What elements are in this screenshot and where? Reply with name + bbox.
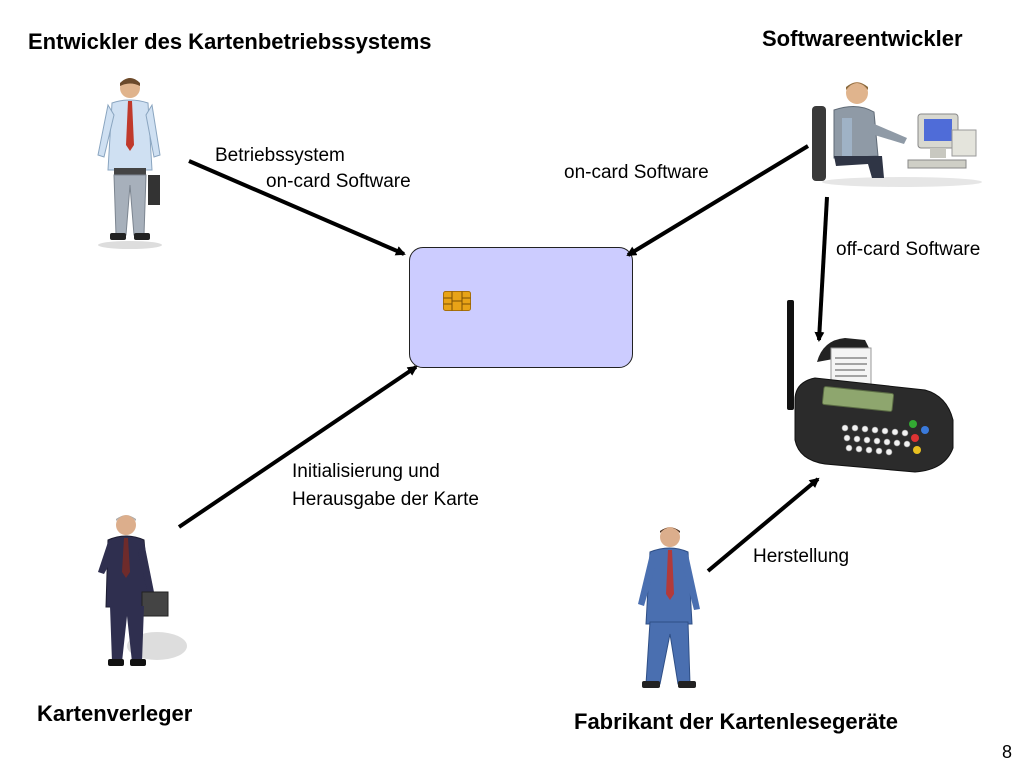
- role-os-developer: Entwickler des Kartenbetriebssystems: [28, 29, 432, 54]
- person-os-developer-icon: [97, 78, 162, 249]
- arrow-dev-to-terminal: [814, 196, 829, 342]
- arrow-dev-to-card: [626, 144, 810, 257]
- flow-manufacturer-label: Herstellung: [753, 546, 850, 567]
- card-terminal-icon: [787, 300, 954, 473]
- flow-issuer-label-1: Initialisierung und: [292, 461, 440, 482]
- arrow-os-to-card: [188, 159, 406, 256]
- flow-issuer-label-2: Herausgabe der Karte: [292, 489, 479, 510]
- role-software-developer: Softwareentwickler: [762, 26, 963, 51]
- role-card-issuer: Kartenverleger: [37, 701, 193, 726]
- flow-dev-card-label: on-card Software: [564, 162, 709, 183]
- person-card-issuer-icon: [98, 515, 187, 666]
- person-reader-manufacturer-icon: [638, 527, 700, 688]
- role-reader-manufacturer: Fabrikant der Kartenlesegeräte: [574, 709, 899, 734]
- chip-contact-icon: [443, 291, 471, 311]
- computer-workstation-icon: [812, 82, 982, 187]
- flow-dev-terminal-label: off-card Software: [836, 239, 981, 260]
- arrow-issuer-to-card: [177, 365, 418, 529]
- flow-os-label-2: on-card Software: [266, 171, 411, 192]
- smart-card-icon: [409, 247, 633, 368]
- flow-os-label-1: Betriebssystem: [215, 145, 345, 166]
- arrow-manufacturer-to-terminal: [706, 477, 820, 573]
- page-number: 8: [1002, 742, 1013, 762]
